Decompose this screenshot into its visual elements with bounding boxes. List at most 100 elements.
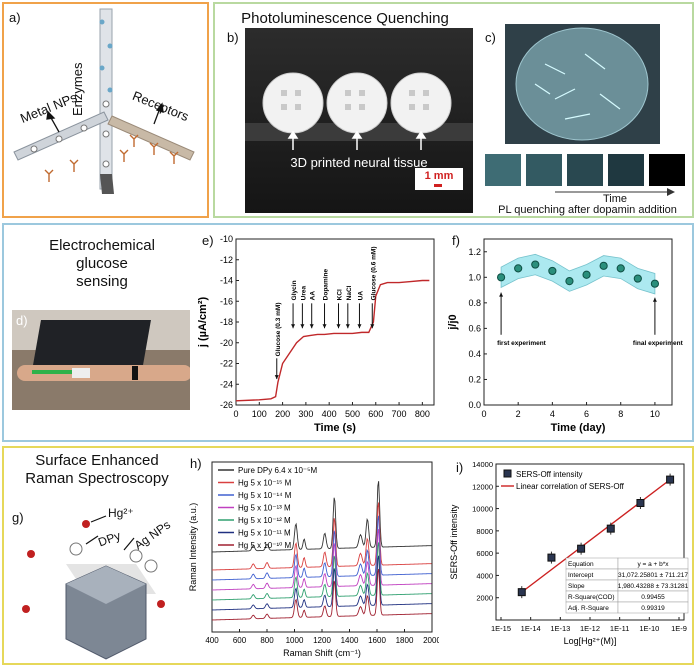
spectrum-line [211, 529, 432, 591]
panel-e-label: e) [202, 233, 214, 248]
x-axis-title: Time (s) [314, 422, 356, 434]
printed-tissue-caption: 3D printed neural tissue [290, 155, 428, 170]
data-point [633, 274, 642, 283]
table-value: y = a + b*x [637, 561, 669, 568]
y-tick-label: -20 [220, 338, 233, 348]
time-label: Time [602, 193, 628, 205]
spectrum-line [211, 542, 432, 601]
x-tick-label: 10 [650, 409, 660, 419]
plot-frame [483, 238, 673, 406]
x-tick-label: 300 [298, 409, 313, 419]
x-axis-title: Time (day) [551, 422, 606, 434]
annotation-arrowhead [357, 324, 362, 329]
y-tick-label: -24 [220, 379, 233, 389]
legend-label: Hg 5 x 10⁻¹⁴ M [238, 491, 292, 500]
printed-tissue-photo: 3D printed neural tissue 1 mm [245, 28, 473, 213]
x-tick-label: 0 [481, 409, 486, 419]
y-tick-label: -22 [220, 359, 233, 369]
x-tick-label: 200 [275, 409, 290, 419]
y-axis-title: SERS-Off intensity [449, 504, 459, 579]
x-tick-label: 400 [205, 636, 219, 645]
spectrum-line [211, 502, 432, 571]
legend-label: Hg 5 x 10⁻¹¹ M [238, 529, 291, 538]
x-tick-label: 100 [252, 409, 267, 419]
table-value: 1,980.43288 ± 73.31281 [618, 583, 689, 590]
pl-disc-image [505, 24, 660, 144]
table-value: 0.99319 [641, 605, 665, 612]
panel-b-label: b) [227, 30, 239, 45]
annotation-label: Dopamine [323, 269, 330, 301]
data-point [547, 553, 556, 562]
data-point [514, 264, 523, 273]
spectrum-line [211, 555, 432, 611]
sensor-schematic [13, 8, 195, 194]
first-experiment-label: first experiment [497, 340, 547, 347]
annotation-arrowhead [274, 375, 279, 380]
x-tick-label: 800 [415, 409, 430, 419]
annotation-arrowhead [291, 324, 296, 329]
y-tick-label: 0.2 [468, 374, 481, 384]
x-tick-label: 700 [392, 409, 407, 419]
data-point [606, 524, 615, 533]
table-value: 0.99455 [641, 594, 665, 601]
panel-a-label: a) [9, 10, 21, 25]
data-point [531, 260, 540, 269]
panel-g-title-2: Raman Spectroscopy [25, 470, 169, 487]
table-value: 31,072.25801 ± 711.217 [618, 572, 688, 579]
y-tick-label: 2000 [476, 594, 493, 603]
data-point [582, 270, 591, 279]
time-arrow-icon [555, 188, 675, 196]
x-tick-label: 1E-14 [521, 624, 541, 633]
data-point [517, 588, 526, 597]
annotation-label: Glucose (0.6 mM) [370, 246, 377, 300]
y-tick-label: 0.4 [468, 349, 481, 359]
x-tick-label: 4 [550, 409, 555, 419]
panel-g-title: Surface Enhanced Raman Spectroscopy [8, 452, 186, 488]
y-tick-label: -10 [220, 234, 233, 244]
y-tick-label: 1.0 [468, 272, 481, 282]
y-axis-title: j/j0 [447, 314, 459, 330]
data-point [599, 261, 608, 270]
annotation-arrowhead [322, 324, 327, 329]
legend-label: Hg 5 x 10⁻¹⁵ M [238, 479, 292, 488]
legend-label: Hg 5 x 10⁻¹³ M [238, 504, 291, 513]
x-tick-label: 500 [345, 409, 360, 419]
annotation-label: AA [310, 291, 317, 301]
annotation-arrowhead [336, 324, 341, 329]
table-cell [617, 601, 689, 614]
y-axis-title: j (µA/cm²) [197, 296, 209, 348]
panel-c-label: c) [485, 30, 496, 45]
x-tick-label: 6 [584, 409, 589, 419]
current-trace [235, 279, 430, 402]
x-tick-label: 1E-9 [671, 624, 687, 633]
y-tick-label: 1.2 [468, 247, 481, 257]
panel-b-title: Photoluminescence Quenching [241, 10, 449, 27]
panel-d-title-2: glucose [76, 255, 128, 272]
x-tick-label: 1E-10 [639, 624, 659, 633]
annotation-arrowhead [370, 324, 375, 329]
panel-h-label: h) [190, 456, 202, 471]
x-tick-label: 2000 [423, 636, 439, 645]
x-tick-label: 8 [618, 409, 623, 419]
legend-points-label: SERS-Off intensity [516, 470, 583, 479]
sers-schematic [22, 515, 165, 660]
panel-d-title: Electrochemical glucose sensing [12, 237, 192, 291]
x-tick-label: 1200 [313, 636, 331, 645]
panel-bc: Photoluminescence Quenching b) 3D printe… [213, 2, 694, 218]
table-key: Equation [568, 561, 594, 568]
x-axis-title: Log[Hg²⁺(M)] [564, 636, 617, 646]
panel-g-label: g) [12, 510, 24, 525]
annotation-label: NaCl [346, 285, 353, 300]
y-axis-title: Raman Intensity (a.u.) [188, 503, 198, 592]
x-tick-label: 1400 [341, 636, 359, 645]
error-band [500, 253, 656, 295]
x-tick-label: 1E-13 [550, 624, 570, 633]
data-point [616, 264, 625, 273]
data-point [666, 475, 675, 484]
table-key: R-Square(COD) [568, 594, 615, 601]
y-tick-label: 12000 [472, 482, 493, 491]
x-tick-label: 0 [233, 409, 238, 419]
